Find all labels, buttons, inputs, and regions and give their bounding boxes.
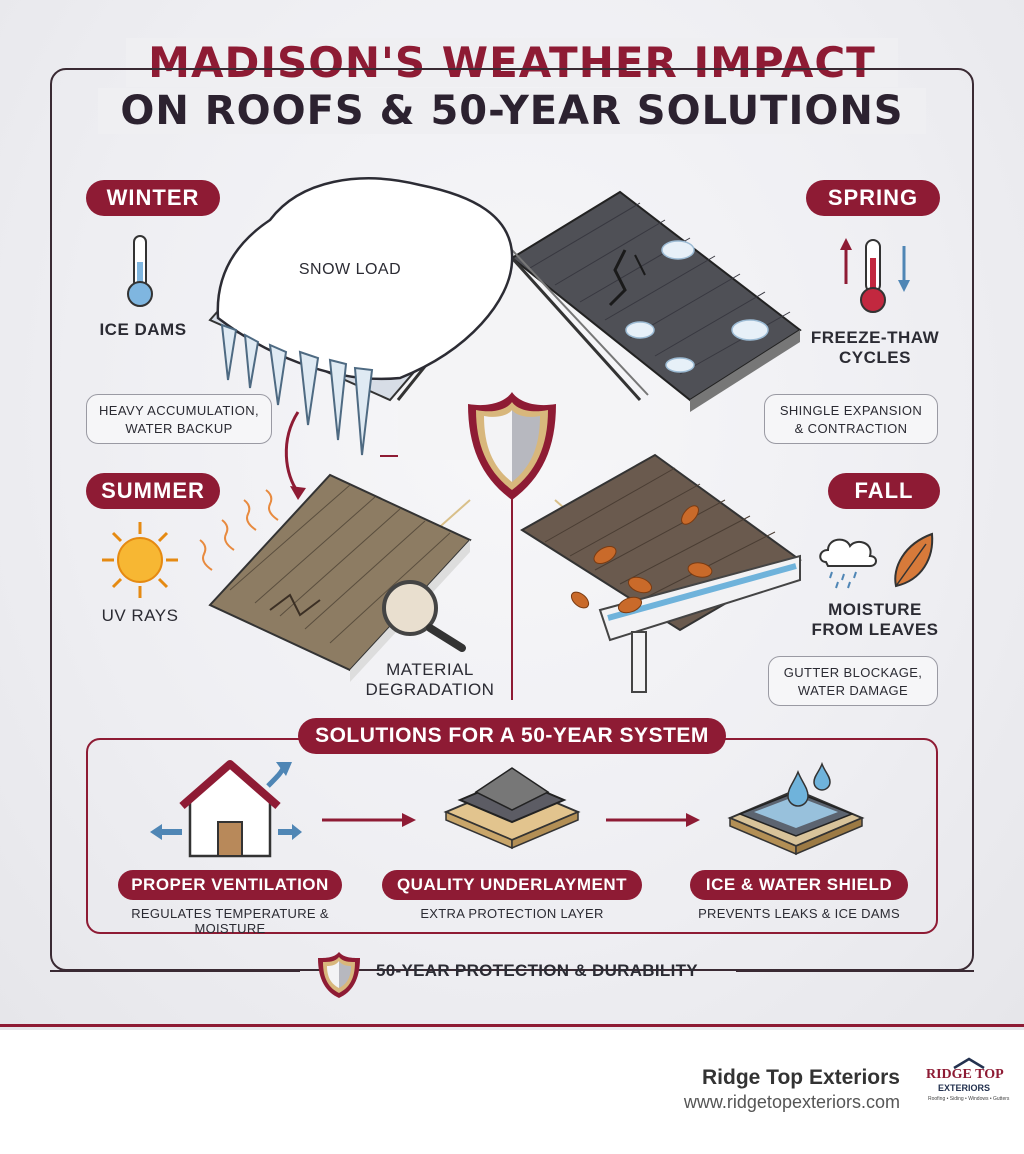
winter-roof-label: SNOW LOAD [298,261,402,278]
logo-roof-icon [953,1057,985,1070]
shield-icon [318,952,360,998]
spring-bubble: SHINGLE EXPANSION & CONTRACTION [764,394,938,444]
underlayment-layers-icon [443,767,581,850]
fall-bubble: GUTTER BLOCKAGE, WATER DAMAGE [768,656,938,706]
arrow-1-icon [322,813,416,827]
bottom-rule [0,1024,1024,1027]
icicles [220,323,374,456]
fall-roof [520,453,802,693]
heat-waves [199,489,279,571]
water-shield-icon [727,761,865,856]
thermometer-updown-icon [840,238,910,313]
logo-line-2: EXTERIORS [938,1083,991,1093]
brand-name: Ridge Top Exteriors [702,1066,900,1089]
arrow-2-icon [606,813,700,827]
title-line-2: ON ROOFS & 50-YEAR SOLUTIONS [0,88,1024,134]
content-frame [50,68,974,971]
logo-line-3: Roofing • Siding • Windows • Gutters [928,1096,1010,1102]
winter-snow-roof [208,177,514,456]
winter-bubble: HEAVY ACCUMULATION, WATER BACKUP [86,394,272,444]
summer-icon-label: UV RAYS [101,606,179,625]
footer-divider-left [50,970,300,972]
fall-icon-label: MOISTURE FROM LEAVES [811,600,939,639]
footer-text: 50-YEAR PROTECTION & DURABILITY [376,961,698,980]
ice-patches [625,240,769,373]
solution-ventilation-title: PROPER VENTILATION [118,870,342,900]
sun-icon [102,522,178,598]
central-roof-illustration [199,177,802,700]
thermometer-cold-icon [127,235,153,307]
solution-underlayment-desc: EXTRA PROTECTION LAYER [420,906,604,921]
center-shield-icon [468,392,556,500]
brand-logo: RIDGE TOP EXTERIORS Roofing • Siding • W… [922,1057,1014,1115]
spring-roof [510,190,802,412]
house-ventilation-icon [150,760,302,858]
season-summer-pill: SUMMER [86,473,220,509]
spring-icon-label: FREEZE-THAW CYCLES [810,328,940,367]
rain-cloud-leaf-icon [819,532,934,589]
winter-icon-label: ICE DAMS [99,320,187,339]
season-spring-pill: SPRING [806,180,940,216]
brand-url[interactable]: www.ridgetopexteriors.com [683,1092,900,1112]
footer-divider-right [736,970,974,972]
solution-ventilation-desc: REGULATES TEMPERATURE & MOISTURE [131,906,329,936]
season-fall-pill: FALL [828,473,940,509]
title-line-1: MADISON'S WEATHER IMPACT [0,38,1024,87]
summer-roof-label: MATERIAL DEGRADATION [365,660,495,699]
solution-shield-desc: PREVENTS LEAKS & ICE DAMS [698,906,900,921]
fall-leaves [570,505,713,614]
solution-underlayment-title: QUALITY UNDERLAYMENT [382,870,642,900]
summer-roof [208,473,472,682]
logo-line-1: RIDGE TOP [926,1067,1004,1082]
solutions-header: SOLUTIONS FOR A 50-YEAR SYSTEM [298,718,726,754]
season-winter-pill: WINTER [86,180,220,216]
solution-shield-title: ICE & WATER SHIELD [690,870,908,900]
